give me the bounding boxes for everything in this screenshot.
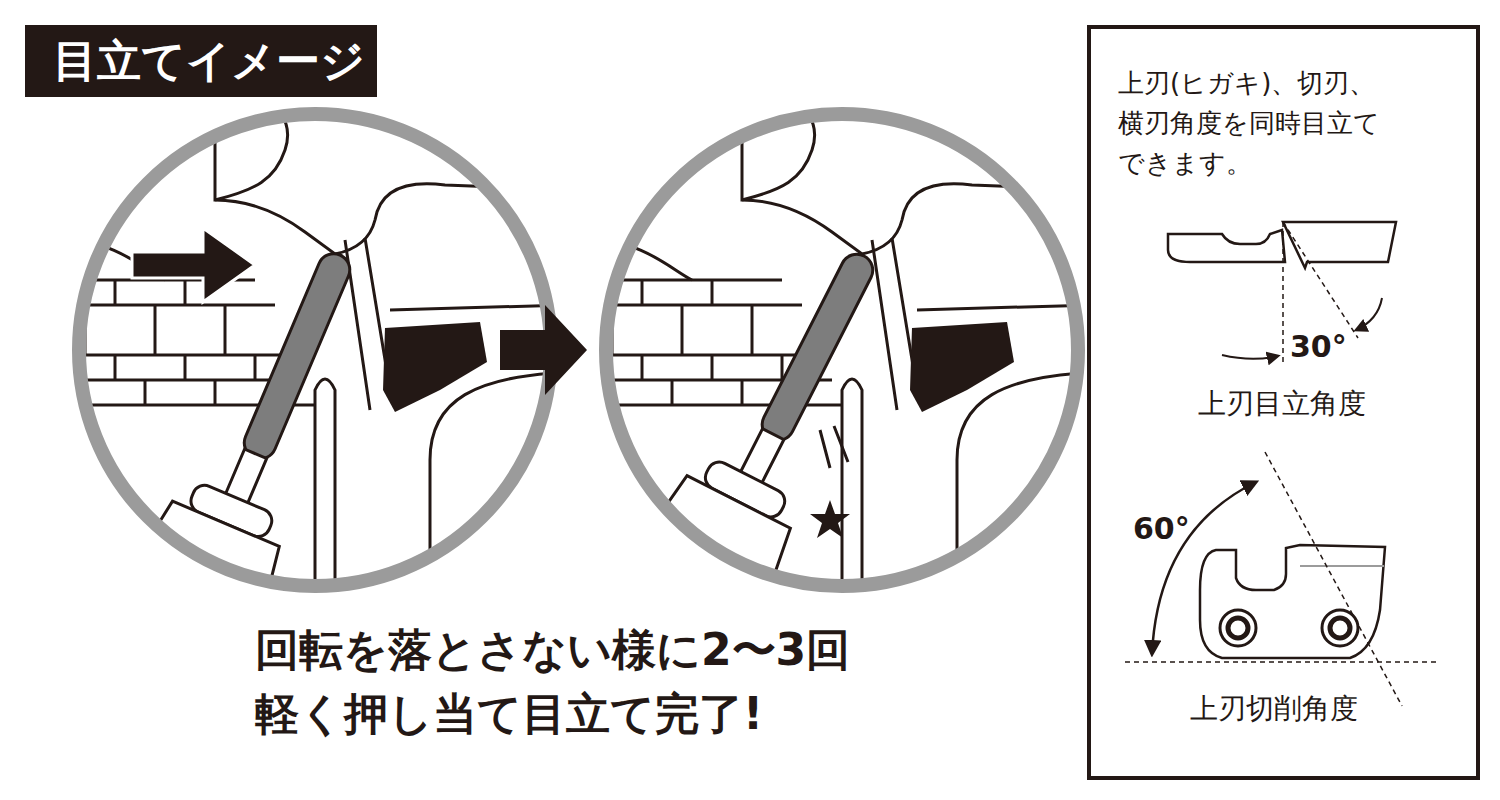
rivet — [1228, 618, 1248, 638]
note-text: 上刃(ヒガキ)、切刃、 横刃角度を同時目立て できます。 — [1118, 63, 1463, 183]
filing-angle-figure — [1168, 222, 1396, 362]
cutting-angle-figure — [1125, 452, 1440, 706]
angle-value: 30° — [1290, 329, 1347, 365]
chain-drawing — [592, 90, 1102, 610]
angle-value: 60° — [1133, 511, 1190, 547]
angle-line — [1283, 222, 1358, 338]
cutter-side-view — [1283, 222, 1396, 268]
rivet — [1322, 610, 1358, 646]
zoom-ring — [79, 114, 551, 586]
angle-arrow — [1222, 355, 1278, 359]
rivet — [1220, 610, 1256, 646]
title-text: 目立てイメージ — [53, 25, 373, 97]
rivet — [1330, 618, 1350, 638]
angle-arrow — [1356, 298, 1382, 330]
spark-lines — [820, 426, 848, 468]
reference-line — [1282, 222, 1284, 362]
push-arrow — [132, 228, 255, 302]
title-band: 目立てイメージ — [25, 25, 377, 97]
illustration-before — [65, 90, 575, 672]
step-arrow — [500, 305, 587, 395]
chain-drawing — [65, 90, 575, 610]
spark-star — [810, 500, 850, 538]
zoom-ring — [606, 114, 1078, 586]
grinder-file — [604, 221, 934, 666]
figure-caption: 上刃目立角度 — [1198, 386, 1366, 422]
figure-caption: 上刃切削角度 — [1190, 691, 1358, 727]
instruction-text: 回転を落とさない様に2〜3回 軽く押し当て目立て完了! — [255, 618, 875, 746]
cutter-edge-line — [1300, 565, 1384, 567]
grinder-file — [104, 225, 412, 673]
angle-arrow — [1152, 482, 1256, 654]
cutter-side-view — [1168, 230, 1285, 262]
illustration-after — [592, 90, 1102, 666]
reference-line — [1125, 661, 1440, 663]
cutter-front-view — [1200, 545, 1385, 658]
info-box: 上刃(ヒガキ)、切刃、 横刃角度を同時目立て できます。 30° 上刃目立角度 60°… — [1087, 25, 1480, 780]
angle-line — [1265, 452, 1402, 706]
